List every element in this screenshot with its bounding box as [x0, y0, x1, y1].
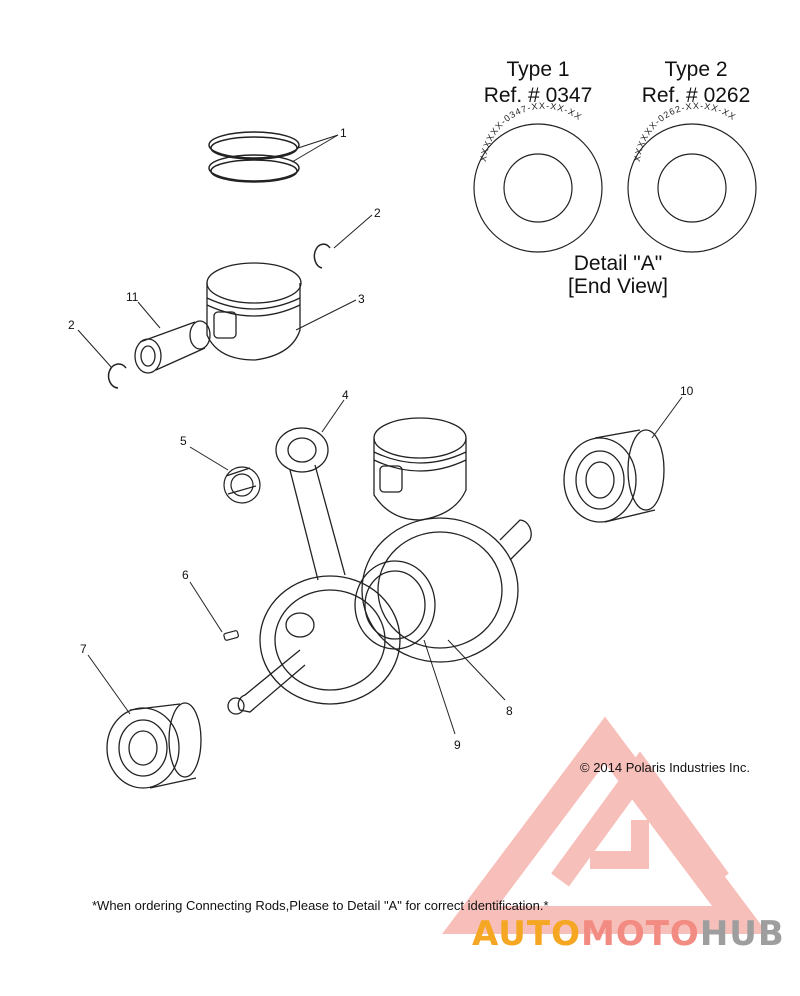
callout-1: 1: [340, 126, 347, 140]
main-bearing-left: [106, 702, 202, 789]
watermark-moto: MOTO: [580, 914, 700, 954]
callout-7: 7: [80, 642, 87, 656]
type1-ref: Ref. # 0347: [483, 84, 593, 107]
watermark-text: AUTOMOTOHUB: [472, 914, 785, 954]
needle-bearing: [223, 466, 261, 504]
ordering-footnote: *When ordering Connecting Rods,Please to…: [92, 898, 549, 913]
watermark-hub: HUB: [699, 914, 785, 954]
detail-caption: Detail "A": [573, 252, 663, 275]
watermark-logo: [442, 716, 768, 934]
type1-title: Type 1: [506, 58, 570, 81]
callout-4: 4: [342, 388, 349, 402]
callout-5: 5: [180, 434, 187, 448]
crankshaft: [227, 517, 532, 715]
leader-lines: [77, 134, 683, 735]
connecting-rod: [275, 427, 346, 581]
copyright-text: © 2014 Polaris Industries Inc.: [580, 760, 750, 775]
type2-ref: Ref. # 0262: [641, 84, 751, 107]
callout-11: 11: [126, 290, 139, 304]
watermark-auto: AUTO: [472, 914, 581, 954]
main-bearing-right: [563, 429, 665, 523]
callout-8: 8: [506, 704, 513, 718]
callout-2: 2: [374, 206, 381, 220]
wrist-pin: [134, 320, 211, 374]
piston: [206, 262, 302, 361]
callout-6: 6: [182, 568, 189, 582]
circlip-top: [313, 243, 331, 269]
assembled-piston: [373, 417, 467, 521]
callout-3: 3: [358, 292, 365, 306]
piston-rings: [208, 131, 300, 183]
detail-type2-ring: [627, 123, 757, 253]
type2-title: Type 2: [664, 58, 728, 81]
callout-10: 10: [680, 384, 694, 398]
detail-caption-subtitle: [End View]: [567, 275, 668, 298]
circlip-bottom: [107, 363, 127, 389]
detail-type1-ring: [473, 123, 603, 253]
callout-2: 2: [68, 318, 75, 332]
woodruff-key: [223, 630, 239, 641]
callout-9: 9: [454, 738, 461, 752]
